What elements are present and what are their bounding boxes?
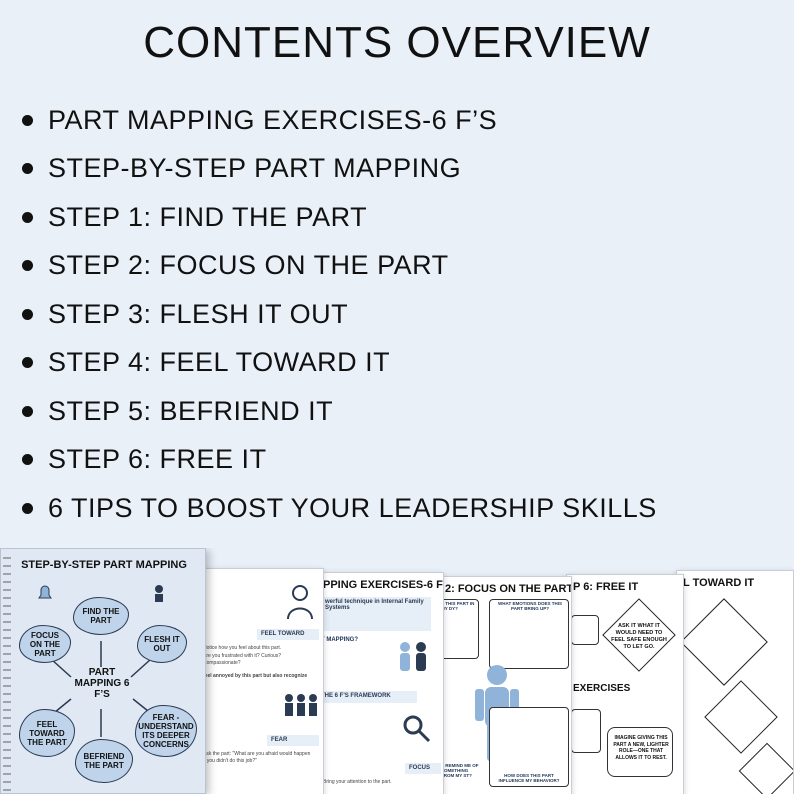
preview-page-focus: 2: FOCUS ON THE PART WHAT EMOTIONS DOES … [438, 576, 572, 794]
cloud-fear: FEAR - UNDERSTAND ITS DEEPER CONCERNS [135, 705, 197, 757]
cloud-befriend-the-part: BEFRIEND THE PART [75, 739, 133, 783]
question-text: WHAT EMOTIONS DOES THIS PART BRING UP? [498, 601, 562, 611]
bullet-icon [22, 211, 33, 223]
info-banner: FEEL TOWARD [257, 629, 319, 640]
list-item-label: STEP 6: FREE IT [48, 444, 267, 475]
info-banner: THE 6 F'S FRAMEWORK [317, 691, 417, 703]
section-label: EXERCISES [573, 683, 631, 694]
question-text: S REMIND ME OF SOMETHING FROM MY ST? [441, 763, 479, 778]
list-item: STEP 5: BEFRIEND IT [22, 387, 782, 436]
list-item: STEP 2: FOCUS ON THE PART [22, 242, 782, 291]
list-item-label: STEP-BY-STEP PART MAPPING [48, 153, 462, 184]
bullet-icon [22, 405, 33, 417]
question-box [489, 599, 569, 669]
person-thinking-icon [287, 585, 313, 619]
info-banner: werful technique in Internal Family Syst… [321, 597, 431, 631]
preview-page-feel-toward: L TOWARD IT [676, 570, 794, 794]
list-item: PART MAPPING EXERCISES-6 F’S [22, 96, 782, 145]
bullet-icon [22, 357, 33, 369]
body-text: Notice how you feel about this part. [203, 645, 282, 651]
info-banner: FOCUS [405, 763, 441, 774]
question-text: S THIS PART IN MY DY? [441, 601, 475, 611]
list-item-label: STEP 2: FOCUS ON THE PART [48, 250, 449, 281]
contents-list: PART MAPPING EXERCISES-6 F’S STEP-BY-STE… [22, 96, 782, 533]
list-item: STEP 1: FIND THE PART [22, 193, 782, 242]
magnifier-icon [403, 715, 431, 743]
spiral-binding [3, 557, 11, 794]
body-text: feel annoyed by this part but also recog… [203, 673, 308, 686]
bell-icon [38, 585, 52, 599]
section-label: THE 6 F'S FRAMEWORK [321, 693, 391, 699]
page-heading: 2: FOCUS ON THE PART [445, 583, 572, 595]
cloud-focus-on-the-part: FOCUS ON THE PART [19, 625, 71, 663]
list-item-label: STEP 3: FLESH IT OUT [48, 298, 349, 329]
preview-cover: STEP-BY-STEP PART MAPPING FIND THE PART … [0, 548, 206, 794]
question-box [571, 615, 599, 645]
question-box [571, 709, 601, 753]
page-title: CONTENTS OVERVIEW [143, 18, 651, 67]
preview-page-exercises: PPING EXERCISES-6 F’S werful technique i… [316, 572, 444, 794]
diamond-shape [738, 742, 793, 794]
body-text: Are you frustrated with it? Curious? Com… [203, 653, 282, 666]
bullet-icon [22, 502, 33, 514]
cover-title: STEP-BY-STEP PART MAPPING [21, 559, 187, 571]
bullet-icon [22, 260, 33, 272]
cloud-flesh-it-out: FLESH IT OUT [137, 625, 187, 663]
body-text: Ask the part: "What are you afraid would… [203, 751, 311, 764]
list-item-label: PART MAPPING EXERCISES-6 F’S [48, 104, 498, 135]
section-label: T MAPPING? [321, 637, 358, 643]
section-label: FEEL TOWARD [261, 631, 305, 637]
question-box [489, 707, 569, 787]
page-heading: L TOWARD IT [683, 577, 755, 589]
people-group-icon [285, 694, 317, 716]
info-banner: FEAR [267, 735, 319, 746]
list-item: STEP 3: FLESH IT OUT [22, 290, 782, 339]
people-group-icon [400, 642, 426, 671]
list-item-label: STEP 4: FEEL TOWARD IT [48, 347, 391, 378]
list-item: STEP 4: FEEL TOWARD IT [22, 339, 782, 388]
bullet-icon [22, 114, 33, 126]
preview-page-feel-fear: FEEL TOWARD Notice how you feel about th… [196, 568, 324, 794]
section-label: FEAR [271, 737, 288, 743]
bullet-icon [22, 163, 33, 175]
section-label: FOCUS [409, 765, 430, 771]
cloud-find-the-part: FIND THE PART [73, 597, 129, 635]
question-box [439, 599, 479, 659]
list-item: 6 TIPS TO BOOST YOUR LEADERSHIP SKILLS [22, 484, 782, 533]
bullet-icon [22, 454, 33, 466]
bullet-icon [22, 308, 33, 320]
page-heading: PPING EXERCISES-6 F’S [323, 579, 444, 591]
list-item-label: STEP 5: BEFRIEND IT [48, 395, 334, 426]
preview-page-free-it: P 6: FREE IT ASK IT WHAT IT WOULD NEED T… [566, 574, 684, 794]
diamond-shape [680, 598, 768, 686]
list-item: STEP-BY-STEP PART MAPPING [22, 145, 782, 194]
question-box [607, 727, 673, 777]
page-heading: P 6: FREE IT [573, 581, 639, 593]
list-item-label: 6 TIPS TO BOOST YOUR LEADERSHIP SKILLS [48, 492, 657, 523]
body-text: Bring your attention to the part. [323, 779, 392, 785]
cover-center-label: PART MAPPING 6 F’S [74, 667, 130, 700]
body-text: werful technique in Internal Family Syst… [325, 599, 424, 611]
question-text: ASK IT WHAT IT WOULD NEED TO FEEL SAFE E… [611, 623, 667, 650]
figure-icon [155, 585, 163, 602]
cloud-feel-toward-the-part: FEEL TOWARD THE PART [19, 709, 75, 757]
question-text: IMAGINE GIVING THIS PART A NEW, LIGHTER … [613, 735, 669, 761]
list-item: STEP 6: FREE IT [22, 436, 782, 485]
booklet-preview: L TOWARD IT P 6: FREE IT ASK IT WHAT IT … [0, 548, 794, 794]
question-text: HOW DOES THIS PART INFLUENCE MY BEHAVIOR… [498, 773, 560, 783]
list-item-label: STEP 1: FIND THE PART [48, 201, 368, 232]
